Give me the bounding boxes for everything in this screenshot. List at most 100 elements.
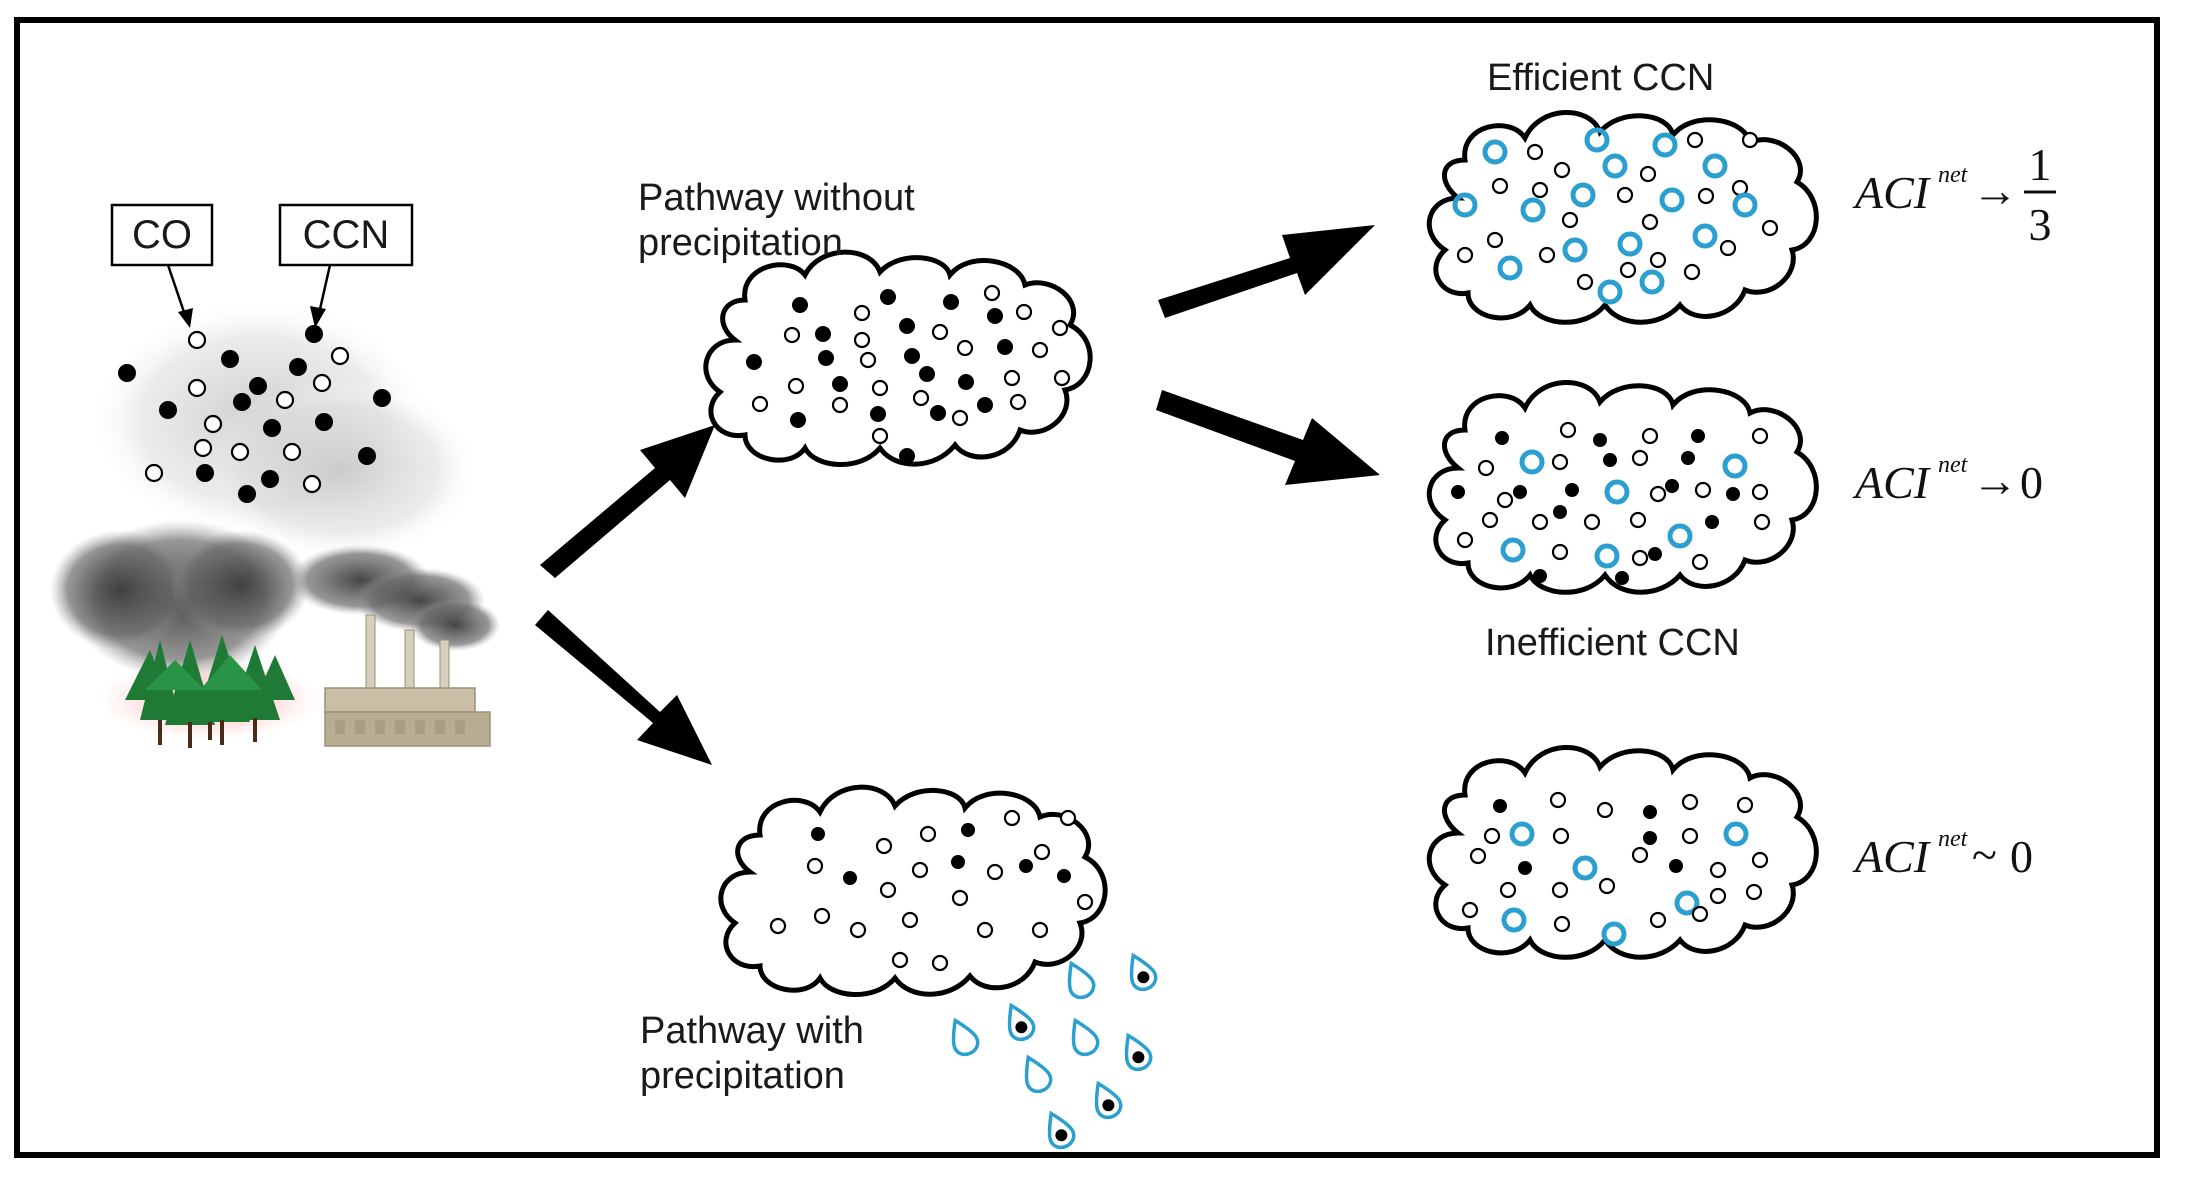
co-particle: [261, 470, 279, 488]
pathway-without-precip-line2: precipitation: [638, 222, 843, 264]
ccn-particle: [849, 921, 867, 939]
ccn-particle: [1531, 181, 1549, 199]
ccn-particle: [1553, 915, 1571, 933]
pathway-without-precip-line1: Pathway without: [638, 177, 915, 219]
arrow-to-inefficient: [1156, 390, 1380, 485]
ccn-particle: [1596, 801, 1614, 819]
ccn-particle: [312, 373, 332, 393]
ccn-particle: [1691, 905, 1709, 923]
ccn-particle: [302, 474, 322, 494]
ccn-particle: [1641, 213, 1659, 231]
ccn-particle: [1031, 341, 1049, 359]
ccn-particle: [875, 837, 893, 855]
co-particle: [221, 350, 239, 368]
relation-arrow: →: [1972, 455, 2018, 506]
ccn-particle: [193, 438, 213, 458]
activated-ccn: [1497, 255, 1523, 281]
ccn-particle: [1639, 165, 1657, 183]
activated-ccn: [1723, 821, 1749, 847]
ccn-particle: [1631, 549, 1649, 567]
activated-ccn: [1702, 153, 1728, 179]
ccn-particle: [983, 284, 1001, 302]
ccn-particle: [1033, 843, 1051, 861]
ccn-particle: [891, 951, 909, 969]
ccn-particle: [783, 326, 801, 344]
activated-ccn: [1617, 231, 1643, 257]
ccn-particle: [871, 379, 889, 397]
aci-superscript: net: [1938, 452, 1969, 478]
ccn-particle: [1751, 851, 1769, 869]
co-particle: [1643, 805, 1657, 819]
ccn-particle: [871, 427, 889, 445]
co-pointer-arrow: [166, 264, 193, 328]
activated-ccn: [1500, 537, 1526, 563]
co-particle: [843, 871, 857, 885]
co-particle: [249, 377, 267, 395]
activated-ccn: [1602, 153, 1628, 179]
ccn-particle: [144, 463, 164, 483]
co-particle: [987, 308, 1003, 324]
ccn-particle: [1736, 796, 1754, 814]
equation-efficient: ACI net → 1 3: [1852, 139, 2056, 250]
ccn-particle: [1561, 211, 1579, 229]
co-particle: [1533, 569, 1547, 583]
equation-value: 0: [2020, 457, 2043, 508]
co-particle: [746, 354, 762, 370]
ccn-particle: [1031, 921, 1049, 939]
co-particle: [1513, 485, 1527, 499]
activated-ccn: [1570, 182, 1596, 208]
ccn-particle: [187, 330, 207, 350]
co-particle: [792, 297, 808, 313]
ccn-particle: [230, 442, 250, 462]
co-particle: [943, 294, 959, 310]
raindrop-icon: [1024, 1054, 1053, 1094]
ccn-particle: [986, 863, 1004, 881]
ccn-particle: [1649, 911, 1667, 929]
ccn-particle: [976, 921, 994, 939]
co-particle: [977, 397, 993, 413]
forest-fire-smoke-icon: [50, 520, 320, 748]
ccn-particle: [1051, 319, 1069, 337]
ccn-particle: [1009, 393, 1027, 411]
relation-tilde: ~: [1972, 829, 1997, 880]
co-particle: [196, 464, 214, 482]
ccn-particle: [879, 881, 897, 899]
ccn-particle: [1681, 793, 1699, 811]
co-particle: [289, 358, 307, 376]
ccn-particle: [1526, 143, 1544, 161]
ccn-particle: [1456, 246, 1474, 264]
co-particle: [1518, 861, 1532, 875]
fraction-numerator: 1: [2029, 139, 2052, 190]
raindrop-icon: [1007, 1002, 1036, 1042]
ccn-particle: [1709, 861, 1727, 879]
co-particle: [1705, 515, 1719, 529]
co-particle: [880, 289, 896, 305]
raindrop-icon: [1067, 960, 1096, 1000]
ccn-particle: [1745, 883, 1763, 901]
activated-ccn: [1509, 821, 1535, 847]
co-particle: [1057, 869, 1071, 883]
particles-precip-outcome: [1461, 791, 1769, 947]
co-particle: [811, 827, 825, 841]
particles-inefficient: [1451, 421, 1771, 585]
equation-inefficient: ACI net → 0: [1852, 452, 2043, 508]
ccn-particle: [813, 907, 831, 925]
ccn-particle: [282, 442, 302, 462]
activated-ccn: [1572, 855, 1598, 881]
activated-ccn: [1501, 907, 1527, 933]
ccn-particle: [1683, 263, 1701, 281]
ccn-particle: [1552, 827, 1570, 845]
ccn-particle: [1059, 809, 1077, 827]
ccn-particle: [1003, 369, 1021, 387]
ccn-particle: [1477, 459, 1495, 477]
ccn-particle: [911, 861, 929, 879]
ccn-particle: [901, 911, 919, 929]
co-particle: [1593, 433, 1607, 447]
ccn-particle: [806, 857, 824, 875]
ccn-particle: [931, 954, 949, 972]
raindrop-icon: [1047, 1110, 1076, 1150]
equation-value: 0: [2010, 831, 2033, 882]
ccn-particle: [859, 351, 877, 369]
ccn-particle: [931, 323, 949, 341]
ccn-particle: [787, 377, 805, 395]
